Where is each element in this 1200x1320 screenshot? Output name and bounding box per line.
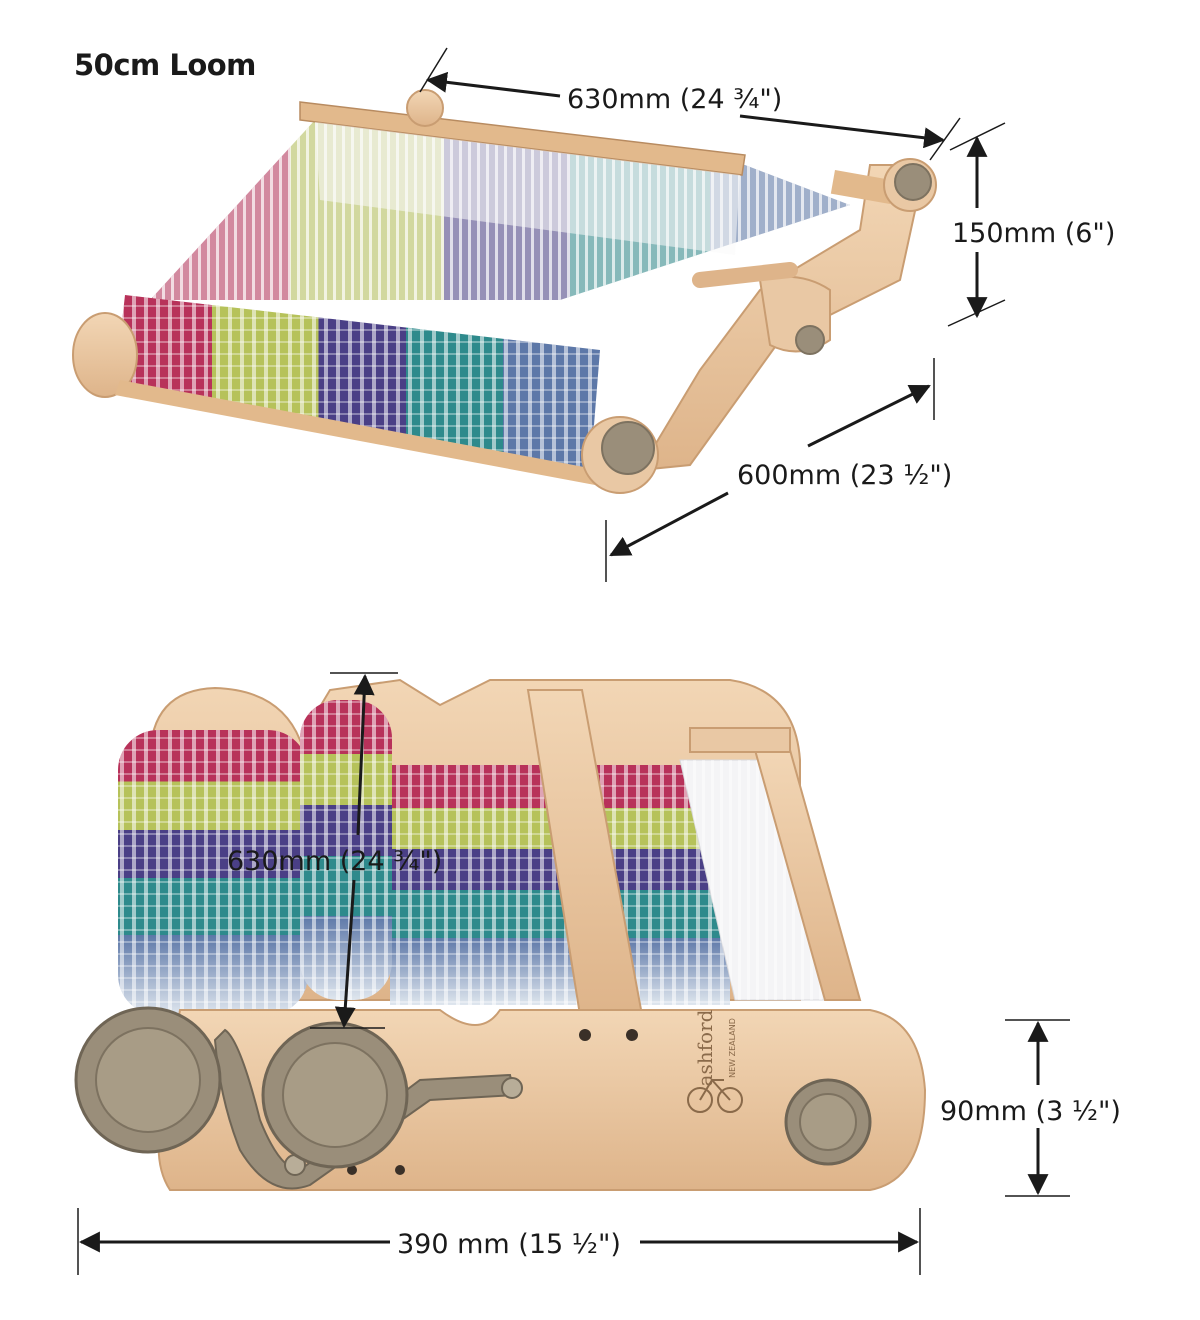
dim-top-height: 150mm (6") <box>947 122 1115 327</box>
dim-top-width-label: 630mm (24 ¾") <box>567 84 782 115</box>
top-loom-rod <box>692 262 798 288</box>
dim-side-depth: 90mm (3 ½") <box>940 1019 1121 1197</box>
top-loom-back-beam <box>830 170 895 205</box>
dim-top-depth-label: 600mm (23 ½") <box>737 460 952 491</box>
dim-top-depth: 600mm (23 ½") <box>605 358 952 582</box>
bicycle-logo-icon <box>687 1078 743 1113</box>
dim-side-length: 390 mm (15 ½") <box>77 1208 921 1275</box>
dim-side-height-label: 630mm (24 ¾") <box>227 846 442 877</box>
ratchet-knob-left-icon <box>74 1006 222 1154</box>
side-loom-linkage-arm <box>213 1028 517 1190</box>
tension-knob-icon <box>784 1078 872 1166</box>
top-loom-tension-knob <box>795 325 825 355</box>
dim-side-length-label: 390 mm (15 ½") <box>397 1229 621 1260</box>
side-loom-illustration: ashford NEW ZEALAND <box>74 678 927 1191</box>
brand-origin-text: NEW ZEALAND <box>728 1018 737 1078</box>
top-loom-left-endcap <box>72 312 138 398</box>
top-loom-front-beam <box>115 380 600 485</box>
brand-logo-text: ashford <box>693 1009 717 1086</box>
ratchet-knob-right-icon <box>261 1021 409 1169</box>
dim-side-height: 630mm (24 ¾") <box>227 672 442 1029</box>
page-title: 50cm Loom <box>74 48 256 82</box>
dim-top-height-label: 150mm (6") <box>952 218 1115 249</box>
dim-side-depth-label: 90mm (3 ½") <box>940 1096 1121 1127</box>
dim-top-width: 630mm (24 ¾") <box>419 47 961 161</box>
top-loom-illustration <box>72 89 937 494</box>
